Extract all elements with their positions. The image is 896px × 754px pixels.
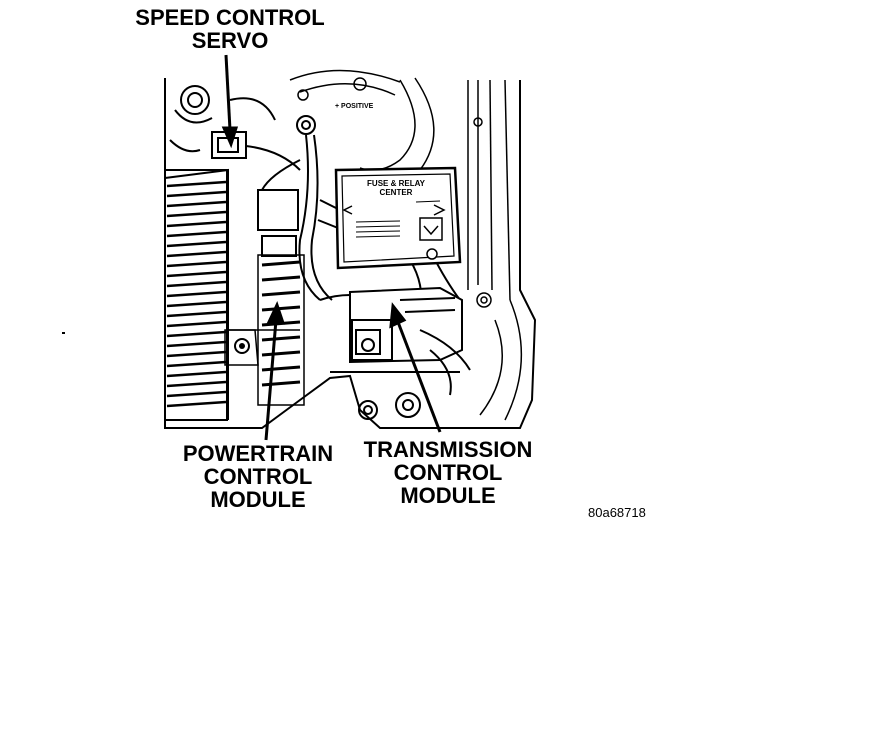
transmission-control-module-label: TRANSMISSION CONTROL MODULE xyxy=(346,438,550,507)
tcm-label-line-1: TRANSMISSION xyxy=(363,437,533,462)
tcm-label-line-2: CONTROL xyxy=(393,460,503,486)
speed-servo-arrowhead xyxy=(221,126,239,149)
fuse-relay-center-illustration xyxy=(334,166,462,270)
figure-id: 80a68718 xyxy=(588,505,646,520)
speed-control-servo-label-line-1: SPEED CONTROL xyxy=(135,5,325,30)
speed-control-servo-label-line-2: SERVO xyxy=(191,28,269,54)
stray-mark xyxy=(62,332,65,334)
fuse-box-title-line-2: CENTER xyxy=(380,188,413,197)
fender-rail xyxy=(467,79,523,421)
pcm-arrowhead xyxy=(266,300,286,325)
strut-tower xyxy=(289,69,435,171)
fuse-box-title-line-1: FUSE & RELAY xyxy=(367,179,426,188)
powertrain-control-module-label: POWERTRAIN CONTROL MODULE xyxy=(160,442,356,511)
speed-control-servo-label: SPEED CONTROL SERVO xyxy=(110,6,350,52)
pcm-leader xyxy=(264,319,278,441)
positive-marking: + POSITIVE xyxy=(335,103,374,110)
speed-servo-leader xyxy=(224,54,232,131)
transmission-control-module-illustration xyxy=(330,286,471,420)
speed-control-servo-illustration xyxy=(169,85,301,171)
pcm-label-line-2: CONTROL xyxy=(203,464,313,490)
pcm-label-line-3: MODULE xyxy=(210,487,306,513)
powertrain-control-module-illustration xyxy=(164,168,305,421)
tcm-leader xyxy=(396,321,442,433)
tcm-label-line-3: MODULE xyxy=(400,483,496,509)
leader-arrows xyxy=(221,54,442,441)
tcm-arrowhead xyxy=(389,302,407,329)
pcm-label-line-1: POWERTRAIN xyxy=(182,441,334,466)
